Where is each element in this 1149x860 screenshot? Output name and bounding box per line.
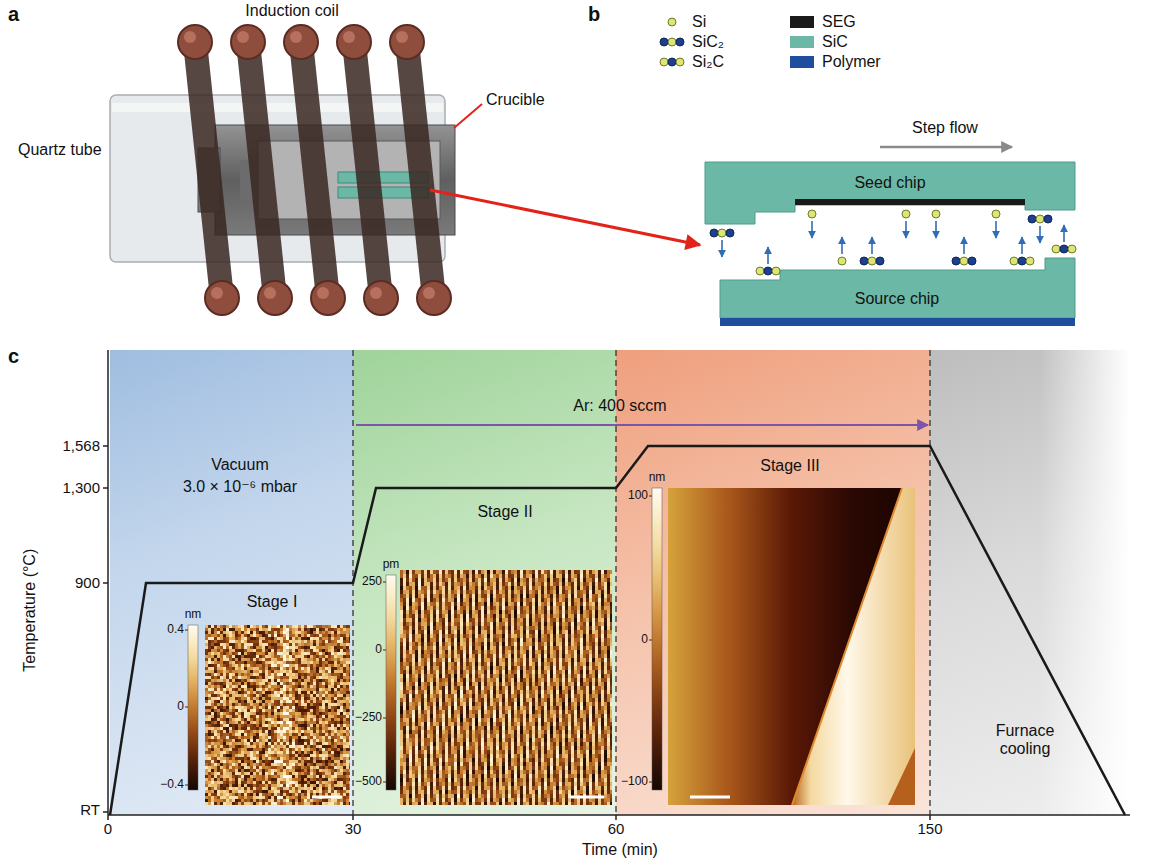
figure: Seed chipSource chipVacuum3.0 × 10⁻⁶ mba…: [0, 0, 1149, 860]
